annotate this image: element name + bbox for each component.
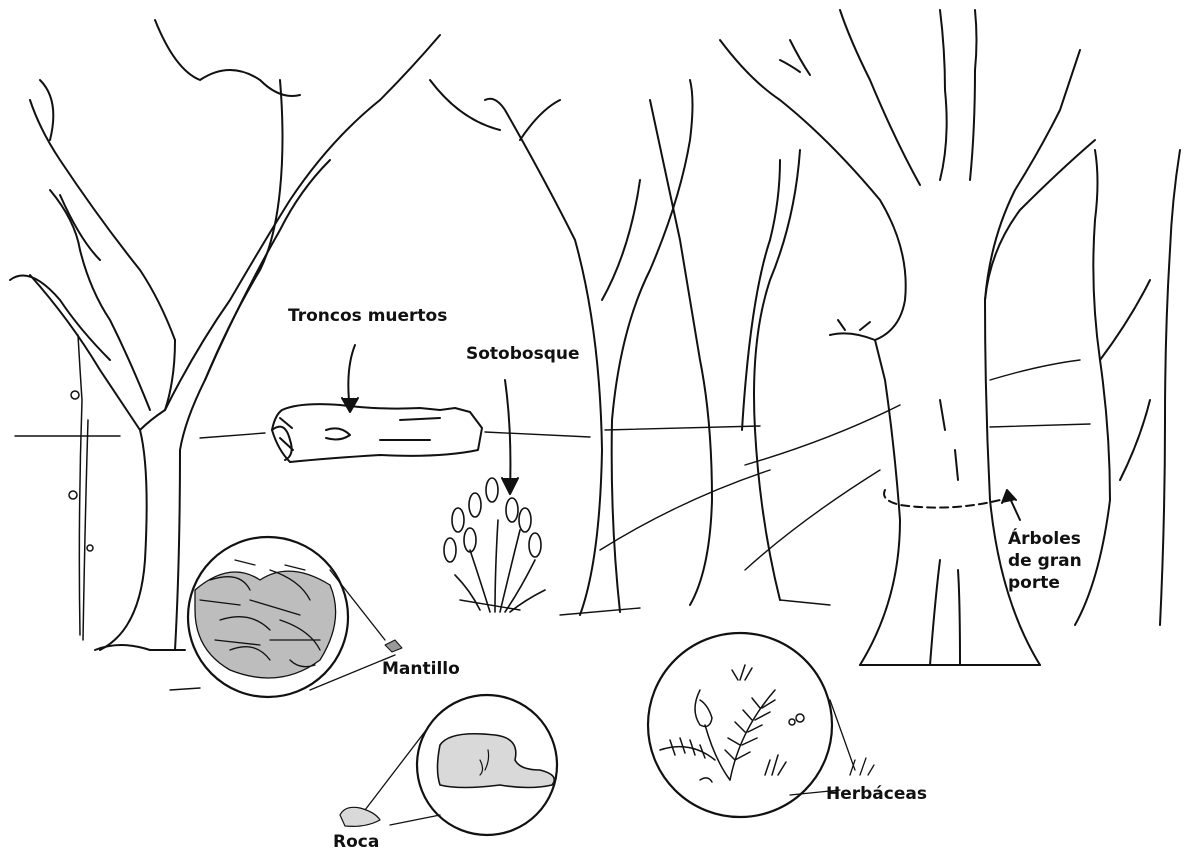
label-arboles-line-1: Árboles (1008, 528, 1082, 550)
tree-far-right (1075, 150, 1180, 625)
label-herbaceas: Herbáceas (826, 783, 927, 805)
label-sotobosque: Sotobosque (466, 343, 580, 365)
label-troncos-muertos: Troncos muertos (288, 305, 447, 327)
label-arboles-line-3: porte (1008, 572, 1082, 594)
label-mantillo: Mantillo (382, 658, 460, 680)
label-arboles-gran-porte: Árboles de gran porte (1008, 528, 1082, 594)
arrow-arboles (1002, 490, 1020, 520)
rock-lens (340, 695, 557, 835)
tree-left (10, 20, 440, 650)
mulch-lens (188, 537, 402, 697)
vine (69, 335, 93, 640)
dead-log (272, 404, 482, 462)
label-roca: Roca (333, 831, 379, 850)
shrub (444, 478, 545, 612)
label-arboles-line-2: de gran (1008, 550, 1082, 572)
arrow-troncos (342, 345, 358, 412)
arrow-sotobosque (502, 380, 518, 494)
